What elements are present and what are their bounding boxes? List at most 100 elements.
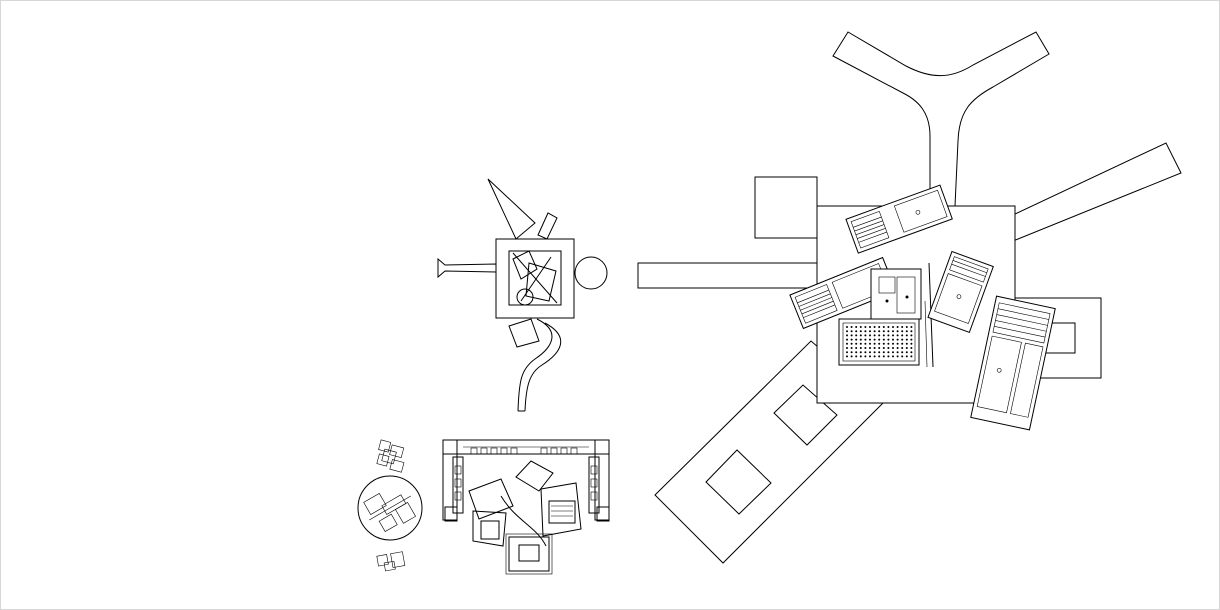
seat-dot	[873, 338, 876, 341]
seat-dot	[859, 334, 862, 337]
seat-dot	[887, 334, 890, 337]
seat-dot	[850, 326, 853, 328]
seat-dot	[901, 326, 904, 328]
seat-dot	[882, 342, 885, 345]
block-east	[927, 250, 994, 333]
seat-dot	[864, 330, 867, 333]
seat-dot	[901, 338, 904, 341]
seat-dot	[892, 330, 894, 333]
concept-inner-square	[508, 250, 562, 306]
seat-dot	[878, 351, 881, 354]
seat-dot	[887, 351, 890, 354]
seat-dot	[878, 330, 881, 333]
seat-dot	[896, 355, 899, 358]
seat-dot	[905, 334, 908, 337]
seat-dot	[873, 351, 876, 354]
seat-dot	[846, 347, 848, 349]
seat-dot	[873, 330, 876, 333]
seat-dot	[855, 326, 858, 328]
seat-dot	[896, 347, 899, 349]
seat-dot	[864, 334, 867, 337]
block-north	[845, 184, 953, 254]
seat-dot	[850, 342, 853, 345]
seat-dot	[892, 326, 894, 328]
seat-dot	[846, 351, 848, 354]
seat-dot	[882, 338, 885, 341]
seat-dot	[896, 338, 899, 341]
seat-dot	[896, 334, 899, 337]
seat-dot	[878, 326, 881, 328]
seat-dot	[859, 338, 862, 341]
seat-dot	[846, 330, 848, 333]
seat-dot	[905, 355, 908, 358]
seat-dot	[905, 338, 908, 341]
seat-dot	[901, 355, 904, 358]
block-center	[870, 262, 934, 368]
seat-dot	[910, 342, 913, 345]
seat-dot	[869, 338, 871, 341]
seat-dot	[892, 351, 894, 354]
seat-dot	[850, 347, 853, 349]
seat-dot	[855, 355, 858, 358]
block-west	[789, 256, 897, 330]
seat-dot	[859, 330, 862, 333]
concept-triangle	[487, 178, 536, 240]
block-hall	[838, 318, 920, 366]
seat-dot	[855, 338, 858, 341]
seat-dot	[882, 330, 885, 333]
seat-dot	[850, 338, 853, 341]
seat-dot	[869, 351, 871, 354]
seat-dot	[873, 342, 876, 345]
seat-dot	[901, 330, 904, 333]
seat-dot	[896, 351, 899, 354]
seat-dot	[896, 342, 899, 345]
seat-dot	[864, 355, 867, 358]
seat-dot	[859, 342, 862, 345]
seat-dot	[905, 330, 908, 333]
seat-dot	[855, 347, 858, 349]
seat-dot	[873, 326, 876, 328]
seat-dot	[910, 338, 913, 341]
seat-dot	[846, 338, 848, 341]
seat-dot	[892, 355, 894, 358]
seat-dot	[855, 351, 858, 354]
seat-dot	[869, 326, 871, 328]
seat-dot	[850, 351, 853, 354]
seat-dot	[887, 347, 890, 349]
seat-dot	[846, 334, 848, 337]
seat-dot	[864, 338, 867, 341]
seat-dot	[878, 347, 881, 349]
seat-dot	[869, 334, 871, 337]
small-plan-figures	[357, 439, 423, 572]
seat-dot	[896, 326, 899, 328]
seat-dot	[882, 347, 885, 349]
block-southeast	[970, 295, 1056, 431]
seat-dot	[846, 342, 848, 345]
seat-dot	[887, 342, 890, 345]
seat-dot	[910, 330, 913, 333]
seat-dot	[910, 326, 913, 328]
small-cluster-bottom	[376, 551, 406, 572]
concept-diagram	[437, 178, 608, 412]
seat-dot	[887, 355, 890, 358]
concept-outer-square	[495, 238, 575, 319]
seat-dot	[892, 334, 894, 337]
seat-dot	[850, 355, 853, 358]
seat-dot	[855, 342, 858, 345]
large-site-plan	[637, 31, 1182, 564]
seat-dot	[905, 347, 908, 349]
seat-dot	[873, 355, 876, 358]
seat-dot	[878, 342, 881, 345]
seat-dot	[905, 342, 908, 345]
seat-dot	[869, 330, 871, 333]
seat-dot	[850, 330, 853, 333]
concept-circle	[574, 256, 608, 290]
seat-dot	[882, 355, 885, 358]
seat-dot	[859, 351, 862, 354]
seat-dot	[878, 355, 881, 358]
courtyard-building-plan	[442, 439, 610, 575]
seat-dot	[859, 326, 862, 328]
seat-dot	[892, 338, 894, 341]
